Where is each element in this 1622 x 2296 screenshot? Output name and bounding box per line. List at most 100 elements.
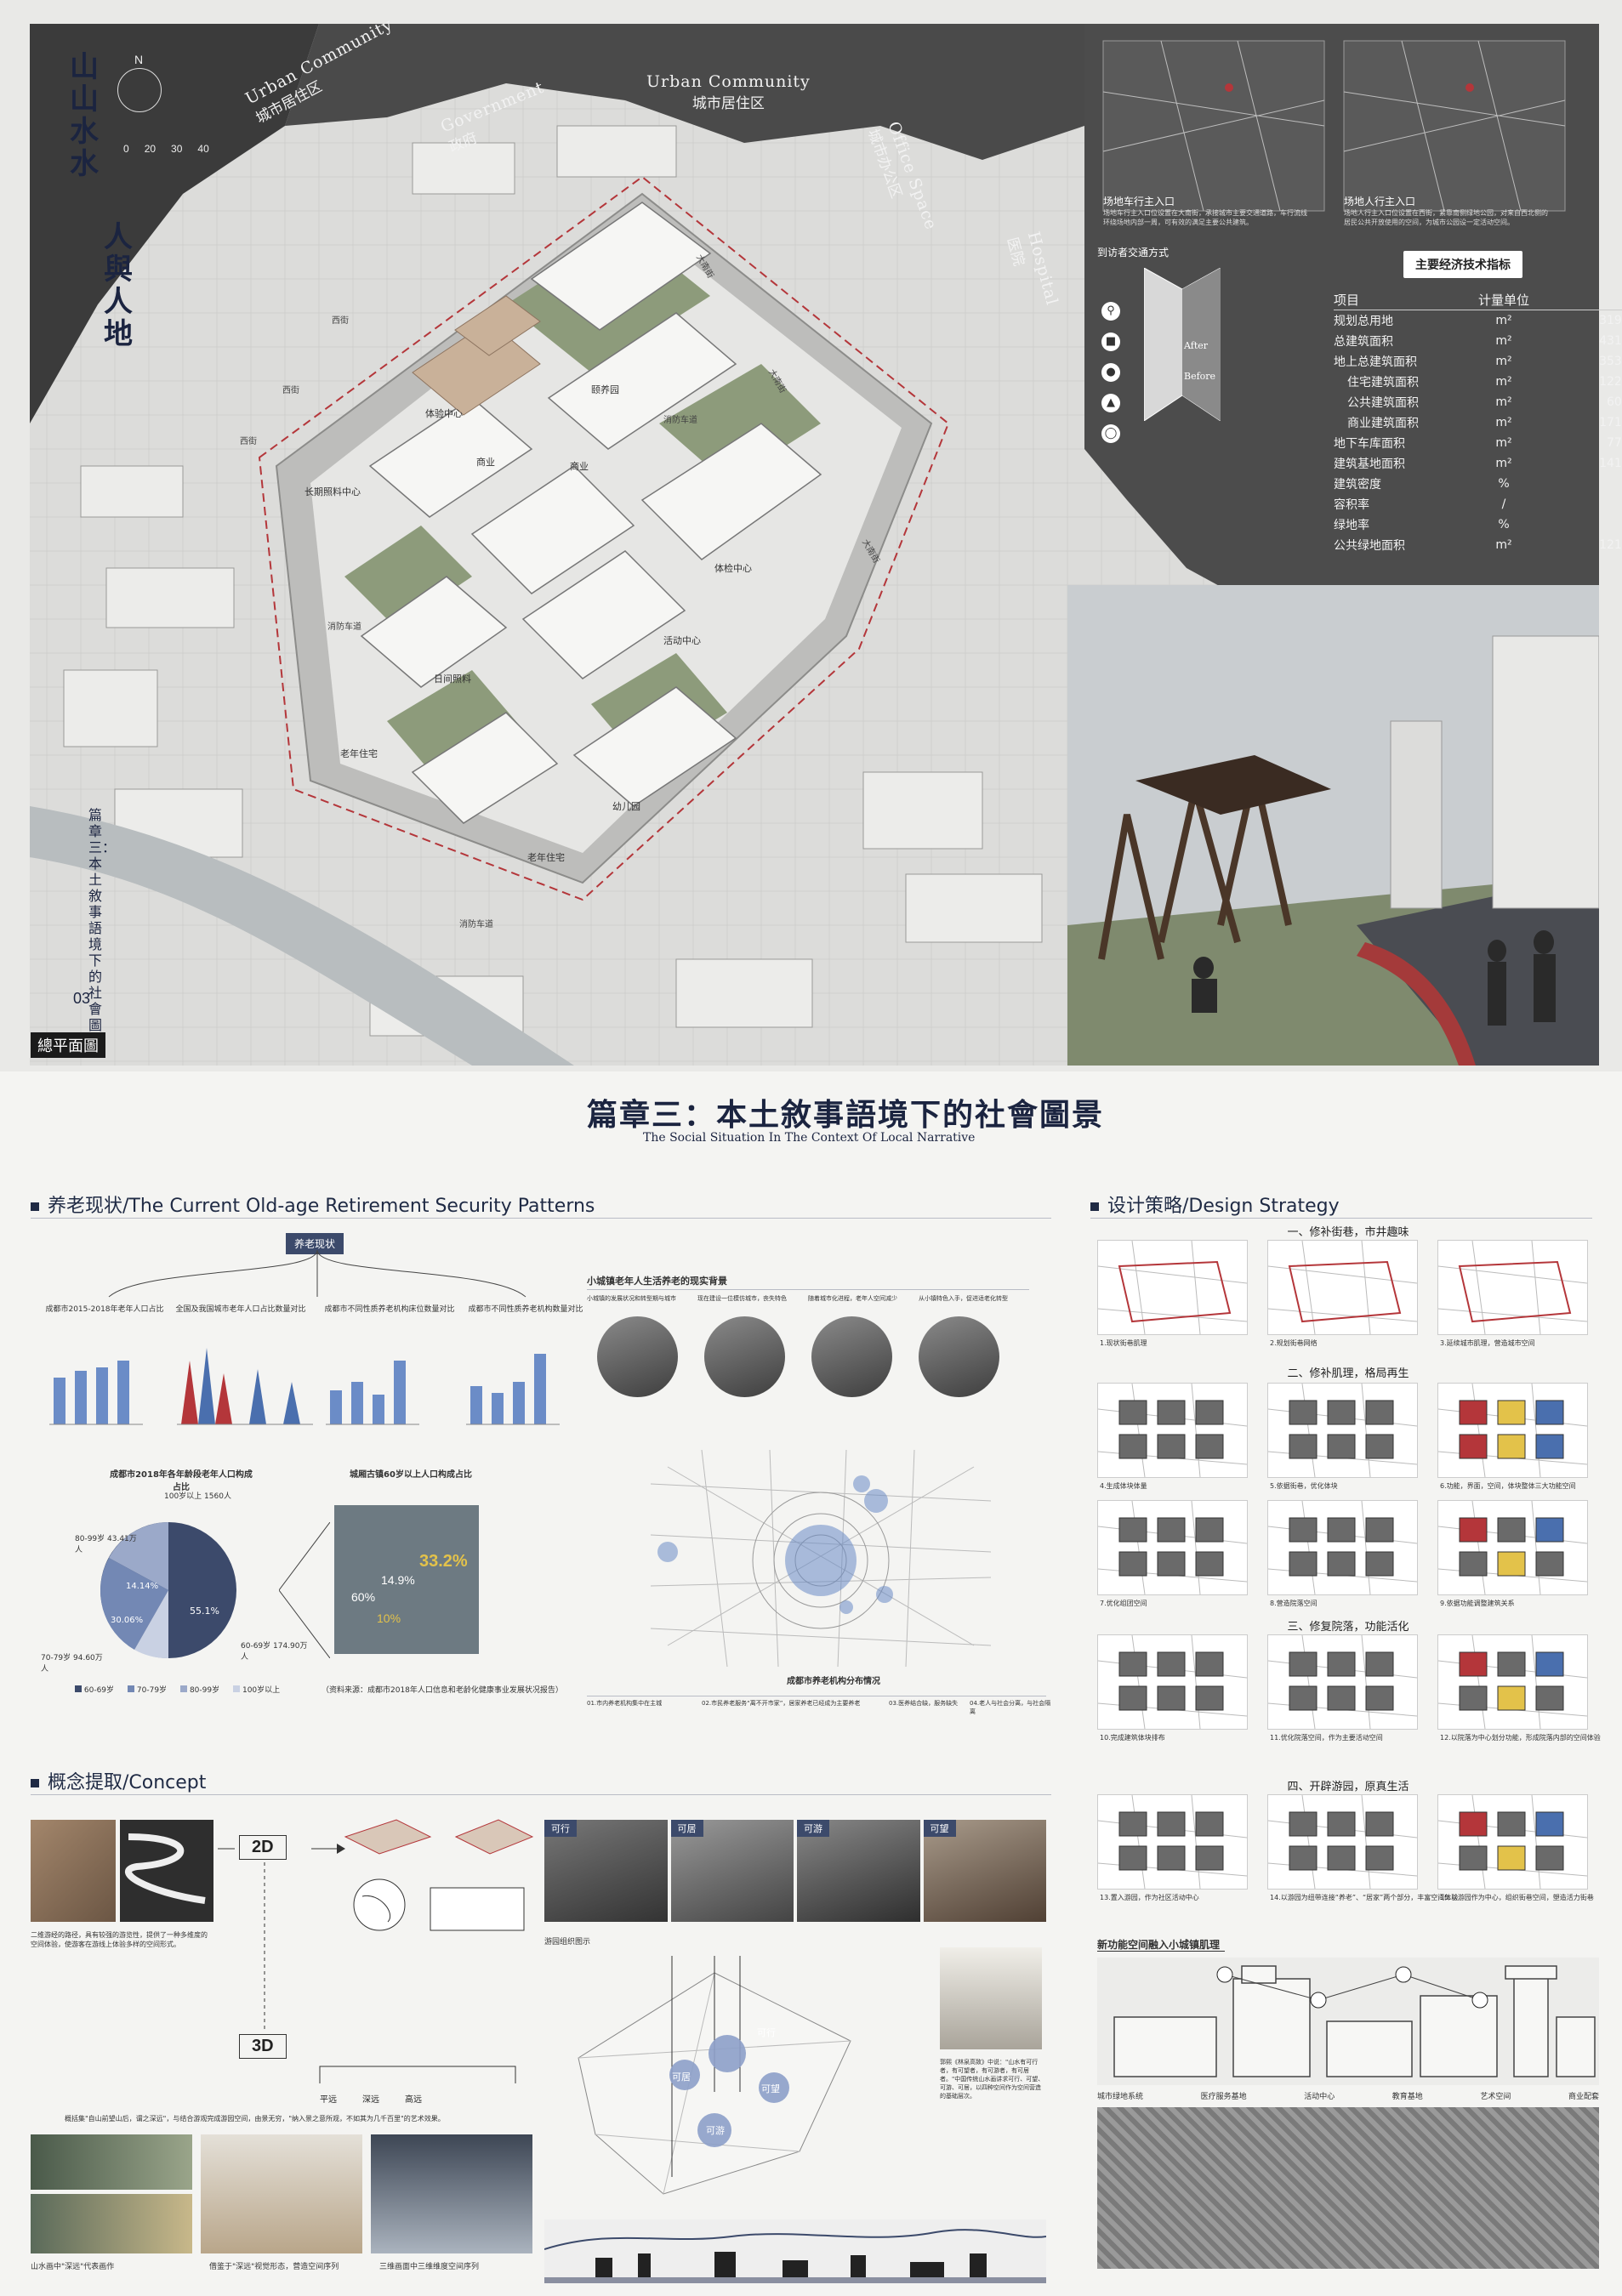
word: 高远 xyxy=(405,2095,422,2105)
bg-caption: 现在建设一位模仿城市，丧失特色 xyxy=(697,1295,787,1302)
table-cell: 住宅建筑面积 xyxy=(1347,376,1419,389)
concept-text-2: 概括集"自山前望山后，谓之深远"，与结合游观完成游园空间，由景无穷，"纳入景之意… xyxy=(65,2115,445,2123)
road-label: 西街 xyxy=(332,316,349,326)
table-cell: 12200.0 xyxy=(1599,375,1622,389)
pie-label: 60-69岁 174.90万人 xyxy=(241,1642,308,1662)
block-label: 老年住宅 xyxy=(340,749,378,759)
strategy-tile: 6.功能，界面，空间，体块整体三大功能空间 xyxy=(1437,1383,1588,1490)
before-label: Before xyxy=(1184,371,1216,382)
table-row: 规划总用地 m² 31965.5 xyxy=(1334,310,1622,331)
bg-caption: 从小镇特色入手，促进适老化转型 xyxy=(919,1295,1008,1302)
strategy-tile: 5.依据街巷，优化体块 xyxy=(1267,1383,1418,1490)
table-cell: 建筑密度 xyxy=(1334,478,1381,492)
page-number: 03 xyxy=(73,990,91,1007)
photo-strip: 可行 可居 可游 可望 xyxy=(544,1820,1046,1922)
chapter-subtitle: The Social Situation In The Context Of L… xyxy=(643,1131,976,1145)
block-label: 体检中心 xyxy=(714,564,752,574)
car-icon: ▲ xyxy=(1101,394,1120,412)
table-cell: 43.0 xyxy=(1555,477,1622,491)
painting-caption: 三维画面中三维维度空间序列 xyxy=(379,2263,480,2271)
table-cell: m² xyxy=(1495,395,1512,409)
integration-collage xyxy=(1097,1958,1599,2085)
strategy-step: 四、开辟游园，原真生活 xyxy=(1287,1781,1409,1793)
painting-1 xyxy=(31,2134,192,2253)
integrate-title: 新功能空间融入小城镇肌理 xyxy=(1097,1939,1221,1951)
tile-caption: 4.生成体块体量 xyxy=(1100,1482,1147,1490)
pie-pct: 14.14% xyxy=(126,1582,159,1591)
bike-icon: ◯ xyxy=(1101,424,1120,443)
indicators-title: 主要经济技术指标 xyxy=(1403,251,1522,278)
table-cell: m² xyxy=(1495,416,1512,429)
bus-icon: ■ xyxy=(1101,332,1120,351)
strategy-tile: 15.以游园作为中心，组织街巷空间，塑造活力街巷 xyxy=(1437,1794,1594,1901)
chengdu-map xyxy=(651,1450,991,1667)
river-path xyxy=(120,1820,213,1922)
concept-panel: 二维游经的路径，具有较强的游览性，提供了一种多维度的空间体验，使游客在游线上体验… xyxy=(31,1811,541,2287)
strategy-tile: 3.延续城市肌理，营造城市空间 xyxy=(1437,1240,1588,1347)
context-panel: 小城镇老年人生活养老的现实背景 小城镇的发展状况和转型期与城市 现在建设一位模仿… xyxy=(587,1233,1055,1715)
aerial-photo xyxy=(1097,2107,1599,2269)
pie-label: 100岁以上 1560人 xyxy=(164,1492,231,1501)
bg-photo xyxy=(704,1316,785,1397)
table-cell: m² xyxy=(1495,314,1512,327)
function-label: 城市绿地系统 xyxy=(1097,2093,1144,2101)
block-label: 长期照料中心 xyxy=(304,487,361,497)
indicators-table: 项目 计量单位 数值 规划总用地m²31965.5总建筑面积m²43124.0地… xyxy=(1334,289,1622,555)
top-poster: 山山水水 人與人地 N 0 20 30 40 篇章三：本土敘事語境下的社會圖景 … xyxy=(0,0,1622,1071)
table-cell: 建筑基地面积 xyxy=(1334,457,1405,471)
table-cell: 容积率 xyxy=(1334,498,1369,512)
strategy-step: 二、修补肌理，格局再生 xyxy=(1287,1367,1409,1380)
pie-label: 80-99岁 43.41万人 xyxy=(75,1535,137,1554)
painting-3 xyxy=(371,2134,532,2253)
block-label: 颐养园 xyxy=(591,385,619,395)
table-row: 建筑密度%43.0 xyxy=(1334,474,1622,494)
concept-diagram-lines xyxy=(218,1819,534,2083)
concept-text-1: 二维游经的路径，具有较强的游览性，提供了一种多维度的空间体验，使游客在游线上体验… xyxy=(31,1931,208,1948)
table-cell: m² xyxy=(1495,538,1512,552)
bg-photo xyxy=(919,1316,999,1397)
legend-item: 80-99岁 xyxy=(180,1684,219,1695)
strategy-tile: 14.以游园为纽带连接“养老”、“居家”两个部分，丰富空间体验 xyxy=(1267,1794,1458,1901)
table-cell: 1.1 xyxy=(1555,497,1622,511)
distance-words: 平远 深远 高远 xyxy=(320,2092,422,2105)
road-label: 消防车道 xyxy=(663,416,697,425)
circle-label: 可行 xyxy=(757,2028,776,2038)
circle-label: 可游 xyxy=(706,2126,725,2136)
bg-caption: 小城镇的发展状况和转型期与城市 xyxy=(587,1295,676,1302)
tile-caption: 15.以游园作为中心，组织街巷空间，塑造活力街巷 xyxy=(1440,1894,1594,1901)
table-row: 绿地率%38.0 xyxy=(1334,514,1622,535)
photo: 可游 xyxy=(797,1820,920,1922)
strategy-tile: 7.优化组团空间 xyxy=(1097,1500,1248,1607)
north-arrow-icon: N xyxy=(134,53,144,66)
vertical-title-1: 山山水水 xyxy=(70,50,99,181)
word: 平远 xyxy=(320,2095,337,2105)
entry-pedestrian: 场地人行主入口 场地人行主入口位设置在西街，紧靠南侧绿地公园，对来自西北侧的居民… xyxy=(1344,196,1548,226)
circle-label: 可望 xyxy=(761,2084,780,2094)
tile-caption: 5.依据街巷，优化体块 xyxy=(1270,1482,1338,1490)
strategy-panel: 一、修补街巷，市井趣味 二、修补肌理，格局再生 三、修复院落，功能活化 四、开辟… xyxy=(1097,1221,1601,2276)
vertical-title-2: 人與人地 xyxy=(104,220,133,351)
sec1-rule xyxy=(31,1218,1051,1219)
table-body: 规划总用地m²31965.5总建筑面积m²43124.0地上总建筑面积m²353… xyxy=(1334,310,1622,555)
plan-label: 總平面圖 xyxy=(31,1032,105,1058)
site-plan-panel xyxy=(30,24,1599,1066)
block-label: 商业 xyxy=(476,457,495,468)
table-row: 公共绿地面积m²12146.7 xyxy=(1334,535,1622,555)
circle-label: 可居 xyxy=(672,2072,691,2083)
tile-caption: 10.完成建筑体块排布 xyxy=(1100,1734,1165,1742)
mini-bar-charts xyxy=(49,1348,560,1425)
pie-pct: 30.06% xyxy=(111,1616,144,1625)
skyline xyxy=(544,2219,1046,2283)
table-cell: m² xyxy=(1495,355,1512,368)
town-stat: 33.2% xyxy=(419,1552,468,1571)
landscape-painting xyxy=(940,1947,1042,2049)
table-cell: 规划总用地 xyxy=(1334,315,1393,328)
strategy-tile: 10.完成建筑体块排布 xyxy=(1097,1634,1248,1742)
table-cell: 公共绿地面积 xyxy=(1334,539,1405,553)
tile-caption: 6.功能，界面，空间，体块整体三大功能空间 xyxy=(1440,1482,1576,1490)
map-caption: 04.老人与社会分离，与社会隔离 xyxy=(970,1700,1051,1715)
tile-caption: 14.以游园为纽带连接“养老”、“居家”两个部分，丰富空间体验 xyxy=(1270,1894,1459,1901)
map-title: 成都市养老机构分布情况 xyxy=(787,1677,880,1686)
table-cell: 总建筑面积 xyxy=(1334,335,1393,349)
table-cell: 31965.5 xyxy=(1599,314,1622,327)
